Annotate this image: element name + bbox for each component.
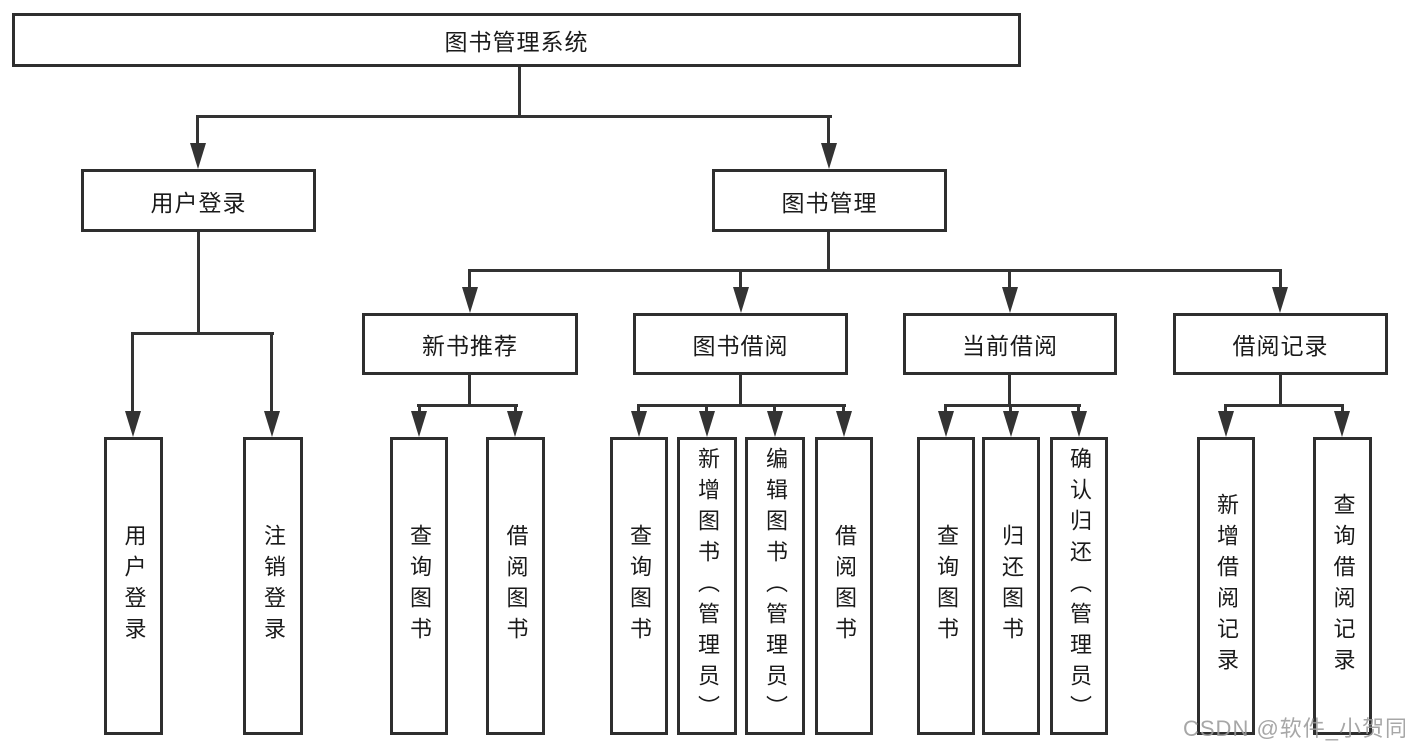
connector-line xyxy=(1279,374,1282,407)
connector-line xyxy=(417,404,518,407)
leaf-label: 确认归还（管理员） xyxy=(1067,446,1092,726)
connector-line xyxy=(1341,404,1344,412)
connector-line xyxy=(705,404,708,412)
node-borrowing-records: 借阅记录 xyxy=(1173,313,1388,375)
arrow-down-icon xyxy=(699,411,715,437)
arrow-down-icon xyxy=(1218,411,1234,437)
node-label: 新书推荐 xyxy=(422,333,518,359)
leaf-label: 查询图书 xyxy=(407,524,432,648)
connector-line xyxy=(637,404,640,412)
connector-line xyxy=(468,269,1282,272)
leaf-add-borrow-record: 新增借阅记录 xyxy=(1197,437,1255,735)
leaf-confirm-return-admin: 确认归还（管理员） xyxy=(1050,437,1108,735)
connector-line xyxy=(131,332,274,335)
connector-line xyxy=(468,374,471,407)
arrow-down-icon xyxy=(1003,411,1019,437)
connector-line xyxy=(827,232,830,272)
leaf-query-books: 查询图书 xyxy=(917,437,975,735)
connector-line xyxy=(739,374,742,407)
arrow-down-icon xyxy=(631,411,647,437)
node-label: 图书借阅 xyxy=(692,333,789,359)
node-root: 图书管理系统 xyxy=(12,13,1021,67)
connector-line xyxy=(468,269,471,287)
csdn-watermark: CSDN @软件_小贺同学 xyxy=(1183,716,1405,741)
arrow-down-icon xyxy=(1334,411,1350,437)
arrow-down-icon xyxy=(1071,411,1087,437)
leaf-label: 编辑图书（管理员） xyxy=(763,446,788,726)
arrow-down-icon xyxy=(821,143,837,169)
leaf-label: 查询图书 xyxy=(934,524,959,648)
node-book-borrowing: 图书借阅 xyxy=(633,313,848,375)
arrow-down-icon xyxy=(733,287,749,313)
connector-line xyxy=(842,404,845,412)
connector-line xyxy=(1008,374,1011,407)
leaf-label: 归还图书 xyxy=(999,524,1024,648)
leaf-query-books: 查询图书 xyxy=(390,437,448,735)
leaf-logout: 注销登录 xyxy=(243,437,303,735)
leaf-query-borrow-record: 查询借阅记录 xyxy=(1313,437,1372,735)
arrow-down-icon xyxy=(1002,287,1018,313)
connector-line xyxy=(270,332,273,411)
arrow-down-icon xyxy=(125,411,141,437)
arrow-down-icon xyxy=(411,411,427,437)
connector-line xyxy=(131,332,134,411)
node-book-management: 图书管理 xyxy=(712,169,947,232)
connector-line xyxy=(944,404,1081,407)
leaf-label: 新增图书（管理员） xyxy=(695,446,720,726)
connector-line xyxy=(637,404,846,407)
connector-line xyxy=(773,404,776,412)
leaf-label: 用户登录 xyxy=(121,524,147,648)
arrow-down-icon xyxy=(190,143,206,169)
node-label: 用户登录 xyxy=(150,189,247,216)
leaf-label: 新增借阅记录 xyxy=(1214,493,1239,679)
leaf-borrow-books: 借阅图书 xyxy=(815,437,873,735)
leaf-label: 查询图书 xyxy=(627,524,652,648)
leaf-label: 借阅图书 xyxy=(832,524,857,648)
leaf-return-books: 归还图书 xyxy=(982,437,1040,735)
leaf-add-books-admin: 新增图书（管理员） xyxy=(677,437,737,735)
leaf-label: 注销登录 xyxy=(261,524,286,648)
arrow-down-icon xyxy=(507,411,523,437)
node-user-login: 用户登录 xyxy=(81,169,316,232)
connector-line xyxy=(518,67,521,118)
connector-line xyxy=(1077,404,1080,412)
leaf-label: 查询借阅记录 xyxy=(1330,493,1356,679)
arrow-down-icon xyxy=(938,411,954,437)
node-current-borrowing: 当前借阅 xyxy=(903,313,1117,375)
connector-line xyxy=(196,115,199,145)
arrow-down-icon xyxy=(264,411,280,437)
node-label: 当前借阅 xyxy=(962,333,1058,359)
connector-line xyxy=(196,115,832,118)
leaf-label: 借阅图书 xyxy=(503,524,529,648)
connector-line xyxy=(739,269,742,287)
node-new-book-recommend: 新书推荐 xyxy=(362,313,578,375)
leaf-edit-books-admin: 编辑图书（管理员） xyxy=(745,437,805,735)
leaf-user-login: 用户登录 xyxy=(104,437,163,735)
leaf-query-books: 查询图书 xyxy=(610,437,668,735)
connector-line xyxy=(1224,404,1227,412)
node-label: 图书管理系统 xyxy=(444,29,589,55)
connector-line xyxy=(197,232,200,335)
connector-line xyxy=(827,115,830,145)
connector-line xyxy=(514,404,517,412)
node-label: 图书管理 xyxy=(781,189,878,216)
node-label: 借阅记录 xyxy=(1232,333,1329,359)
leaf-borrow-books: 借阅图书 xyxy=(486,437,545,735)
connector-line xyxy=(944,404,947,412)
connector-line xyxy=(1279,269,1282,287)
arrow-down-icon xyxy=(462,287,478,313)
arrow-down-icon xyxy=(836,411,852,437)
connector-line xyxy=(1008,269,1011,287)
connector-line xyxy=(1224,404,1344,407)
arrow-down-icon xyxy=(767,411,783,437)
arrow-down-icon xyxy=(1272,287,1288,313)
connector-line xyxy=(1009,404,1012,412)
connector-line xyxy=(418,404,421,412)
